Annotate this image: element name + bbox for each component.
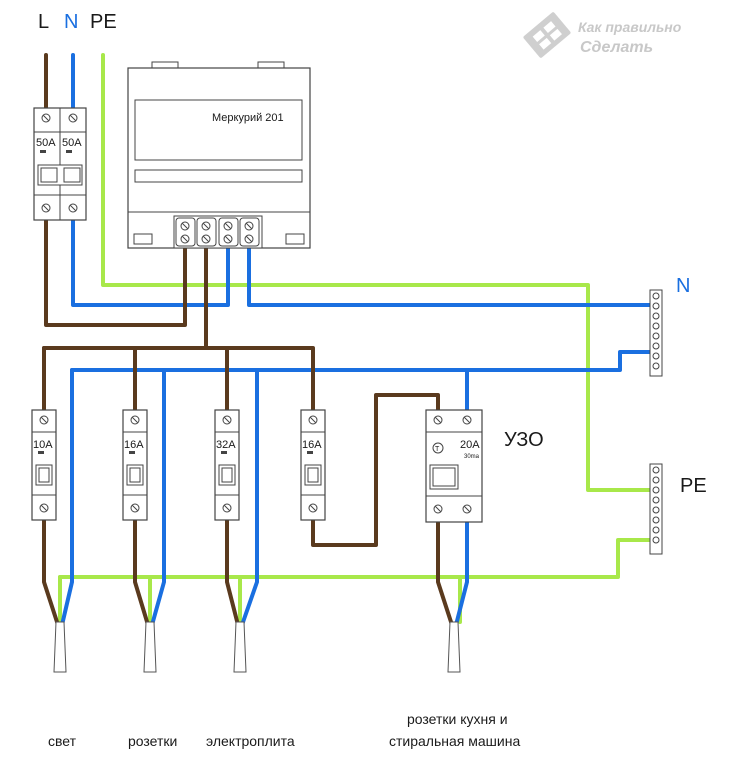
logo-line1: Как правильно [578,19,682,35]
label-pe: PE [90,11,117,33]
cable-kitchen [447,621,461,673]
breaker-32a-rating: 32A [216,439,236,451]
circuit-kitchen-label-2: стиральная машина [389,733,520,749]
pe-incoming-wire [101,53,654,492]
rcd-device: T 20A 30ma [425,409,483,523]
electricity-meter: Меркурий 201 [127,61,311,249]
rcd-test-button[interactable] [432,442,444,454]
breaker-16a-kitchen: 16A [300,409,326,521]
n-distribution-wire [70,350,654,372]
n-drop-stove [240,368,259,627]
rcd-sensitivity: 30ma [464,454,480,460]
breaker-10a-rating: 10A [33,439,53,451]
n-rcd-out [454,520,469,627]
main-breaker-lever-n[interactable] [63,167,81,183]
meter-model: Меркурий 201 [212,112,284,124]
logo-line2: Сделать [580,39,653,56]
l-distribution-wire [42,346,315,412]
cable-stove [233,621,247,673]
meter-terminals [175,217,260,247]
n-breaker-to-meter [71,216,230,307]
rcd-test-icon: T [435,446,440,453]
wires [42,53,654,627]
l-out-stove [225,518,240,627]
l-out-sockets [133,518,150,627]
logo: Как правильно Сделать [523,12,682,58]
circuit-stove-label: электроплита [206,733,295,749]
l-breaker16-to-rcd [311,393,440,547]
breaker-16a-kitchen-lever[interactable] [307,467,319,483]
n-bus-bar [649,289,663,377]
n-drop-sockets [150,368,166,627]
breaker-10a-lever[interactable] [38,467,50,483]
pe-bus-bar [649,463,663,555]
breaker-10a: 10A [31,409,57,521]
main-breaker-rating-l: 50A [36,137,56,149]
logo-house-icon [523,12,571,58]
breaker-32a: 32A [214,409,240,521]
n-drop-light [60,368,74,627]
n-meter-to-bus [247,238,654,307]
breaker-32a-lever[interactable] [221,467,233,483]
l-out-light [42,518,60,627]
cable-sockets [143,621,157,673]
circuit-sockets-label: розетки [128,733,177,749]
main-breaker: 50A 50A [33,107,87,221]
outgoing-cables [53,621,461,673]
label-l: L [38,11,49,33]
rcd-label: УЗО [504,429,544,451]
l-breaker-to-meter [44,216,187,327]
n-bus-label: N [676,275,690,297]
circuit-kitchen-label-1: розетки кухня и [407,711,508,727]
breaker-16a-lever[interactable] [129,467,141,483]
circuit-light-label: свет [48,733,77,749]
cable-light [53,621,67,673]
rcd-lever[interactable] [432,467,456,487]
rcd-rating: 20A [460,439,480,451]
main-breaker-rating-n: 50A [62,137,82,149]
breaker-16a-kitchen-rating: 16A [302,439,322,451]
pe-distribution-wire [58,538,654,579]
pe-bus-label: PE [680,475,707,497]
label-n: N [64,11,78,33]
breaker-16a-sockets: 16A [122,409,148,521]
l-rcd-out [436,520,454,627]
main-breaker-lever-l[interactable] [40,167,58,183]
breaker-16a-rating: 16A [124,439,144,451]
